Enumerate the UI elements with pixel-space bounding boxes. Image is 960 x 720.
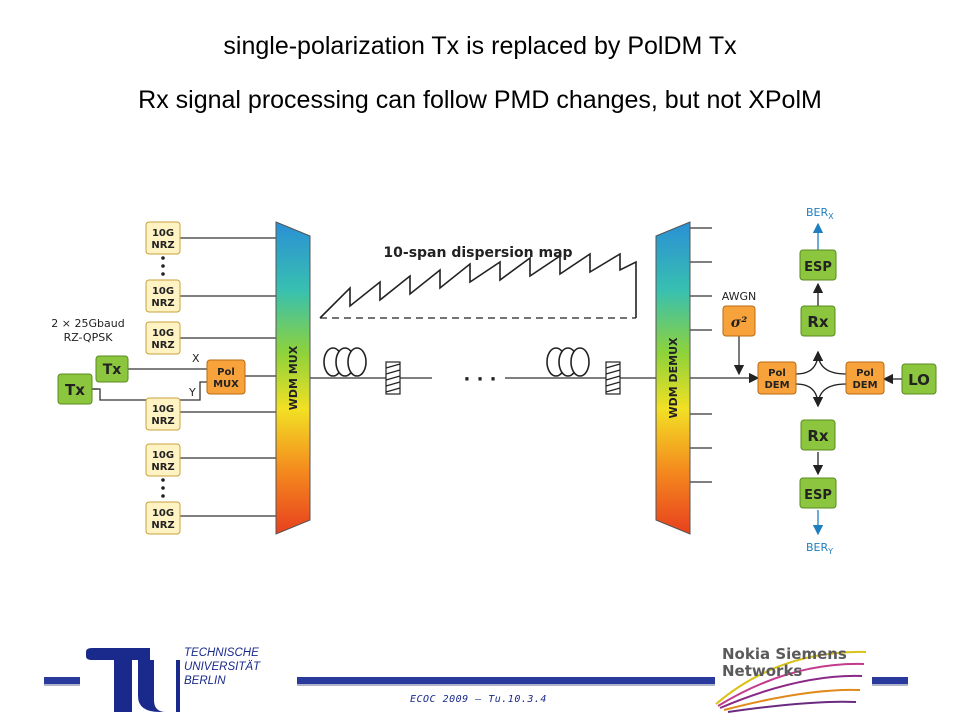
tx-box-upper: Tx: [95, 355, 129, 383]
svg-text:DEM: DEM: [852, 380, 877, 391]
conference-id: ECOC 2009 – Tu.10.3.4: [410, 694, 547, 705]
slide-title: single-polarization Tx is replaced by Po…: [223, 32, 737, 60]
wdm-mux: WDM MUX: [275, 221, 311, 535]
dispersion-map-sawtooth: [319, 252, 637, 319]
svg-text:10G: 10G: [152, 286, 174, 297]
svg-text:NRZ: NRZ: [151, 462, 174, 473]
svg-text:10G: 10G: [152, 328, 174, 339]
esp-box-y: ESP: [799, 477, 837, 509]
pol-y-label: Y: [188, 386, 196, 399]
source-note-line2: RZ-QPSK: [64, 331, 114, 344]
wdm-demux: WDM DEMUX: [655, 221, 691, 535]
rx-box-x: Rx: [800, 305, 836, 337]
svg-text:Pol: Pol: [217, 367, 235, 378]
svg-text:NRZ: NRZ: [151, 240, 174, 251]
svg-text:Tx: Tx: [65, 381, 85, 399]
svg-text:Pol: Pol: [856, 368, 874, 379]
fiber-spool-icon: [323, 347, 367, 377]
span-ellipsis: · · ·: [463, 369, 496, 390]
channel-ellipsis-bottom: [161, 478, 165, 498]
tu-berlin-logo: berlin: [86, 648, 180, 712]
svg-text:10G: 10G: [152, 450, 174, 461]
dcf-module-icon: [385, 361, 401, 395]
source-note-line1: 2 × 25Gbaud: [51, 317, 124, 330]
slide-subtitle: Rx signal processing can follow PMD chan…: [138, 86, 822, 114]
nokia-siemens-networks-name: Nokia Siemens Networks: [722, 645, 847, 680]
rx-box-y: Rx: [800, 419, 836, 451]
svg-text:berlin: berlin: [164, 664, 174, 694]
svg-text:ESP: ESP: [804, 488, 832, 503]
dispersion-map-label: 10-span dispersion map: [383, 245, 572, 261]
svg-text:Tx: Tx: [103, 362, 122, 378]
svg-text:σ²: σ²: [731, 315, 747, 331]
pol-demux-box-lo: Pol DEM: [845, 361, 885, 395]
svg-text:ESP: ESP: [804, 260, 832, 275]
svg-text:LO: LO: [908, 371, 930, 389]
pol-x-label: X: [192, 352, 200, 365]
svg-text:MUX: MUX: [213, 379, 239, 390]
svg-text:Pol: Pol: [768, 368, 786, 379]
svg-text:NRZ: NRZ: [151, 298, 174, 309]
svg-text:NRZ: NRZ: [151, 416, 174, 427]
dcf-module-icon: [605, 361, 621, 395]
ber-x-label: BERX: [806, 206, 834, 221]
svg-text:WDM MUX: WDM MUX: [287, 345, 300, 410]
svg-text:10G: 10G: [152, 404, 174, 415]
tx-box-lower: Tx: [57, 373, 93, 405]
svg-text:10G: 10G: [152, 508, 174, 519]
pol-mux-box: Pol MUX: [206, 359, 246, 395]
awgn-noise-box: σ²: [722, 305, 756, 337]
footer-bar: [44, 677, 908, 686]
nsn-logo-swoosh: [715, 650, 867, 713]
svg-text:10G: 10G: [152, 228, 174, 239]
svg-text:Rx: Rx: [807, 427, 829, 445]
pol-demux-box-signal: Pol DEM: [757, 361, 797, 395]
svg-text:NRZ: NRZ: [151, 340, 174, 351]
svg-text:NRZ: NRZ: [151, 520, 174, 531]
awgn-label: AWGN: [722, 290, 757, 303]
channel-ellipsis-top: [161, 256, 165, 276]
svg-text:WDM DEMUX: WDM DEMUX: [667, 337, 680, 419]
esp-box-x: ESP: [799, 249, 837, 281]
ber-y-label: BERY: [806, 541, 833, 556]
local-oscillator-box: LO: [901, 363, 937, 395]
fiber-spool-icon: [546, 347, 590, 377]
svg-text:DEM: DEM: [764, 380, 789, 391]
svg-text:Rx: Rx: [807, 313, 829, 331]
tu-berlin-name: TECHNISCHE UNIVERSITÄT BERLIN: [184, 647, 261, 687]
